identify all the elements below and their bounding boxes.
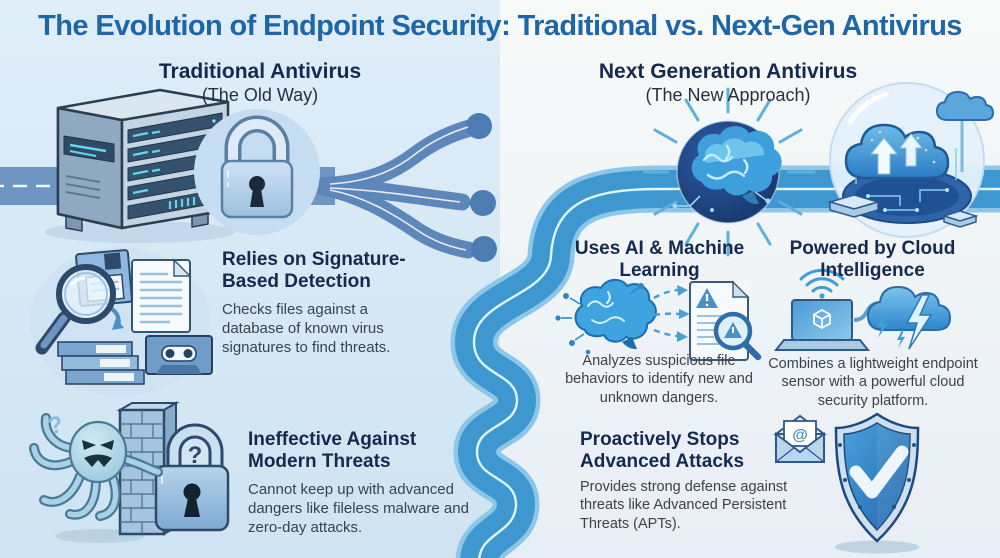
small-cloud-icon xyxy=(935,90,995,121)
octopus-firewall-lock-icon: ? ? xyxy=(29,401,230,543)
section-body-ineffective: Cannot keep up with advanced dangers lik… xyxy=(248,481,469,537)
octopus-question-mark: ? xyxy=(45,411,65,440)
email-at-symbol: @ xyxy=(792,427,808,444)
laptop-cloud-icon xyxy=(773,268,952,351)
section-body-ai-ml: Analyzes suspicious file behaviors to id… xyxy=(565,353,753,406)
magnifying-glass-icon xyxy=(35,264,116,355)
server-rack-icon xyxy=(45,88,235,243)
section-body-cloud-intelligence: Combines a lightweight endpoint sensor w… xyxy=(768,356,978,409)
storm-cloud-icon xyxy=(866,285,952,350)
wifi-icon xyxy=(799,268,845,293)
left-column-heading: Traditional Antivirus xyxy=(158,60,362,83)
magnifier-floppy-archive-icon xyxy=(30,247,213,397)
chip-icon xyxy=(827,194,979,228)
section-title-ineffective: Ineffective Against Modern Threats xyxy=(248,429,417,473)
section-title-ai-ml: Uses AI & Machine Learning xyxy=(574,238,745,282)
suspicious-file-icon xyxy=(689,280,762,361)
ml-brain-icon xyxy=(555,278,657,355)
upload-cloud-icon xyxy=(844,123,950,180)
floppy-stack-icon xyxy=(57,341,145,385)
document-icon xyxy=(131,258,192,333)
section-title-proactive: Proactively Stops Advanced Attacks xyxy=(580,429,745,473)
question-lock-icon: ? xyxy=(154,423,230,532)
section-title-cloud-intelligence: Powered by Cloud Intelligence xyxy=(789,238,956,282)
laptop-icon xyxy=(773,299,871,351)
octopus-malware-icon: ? xyxy=(29,411,163,521)
email-envelope-icon: @ xyxy=(773,414,827,463)
brain-scan-document-icon xyxy=(555,278,762,361)
page-title: The Evolution of Endpoint Security: Trad… xyxy=(38,10,962,42)
left-column-subheading: (The Old Way) xyxy=(201,85,319,105)
section-body-signature-detection: Checks files against a database of known… xyxy=(222,301,391,357)
right-column-heading: Next Generation Antivirus xyxy=(598,60,858,83)
section-body-proactive: Provides strong defense against threats … xyxy=(580,479,788,532)
right-column-subheading: (The New Approach) xyxy=(645,85,811,105)
lock-question-mark: ? xyxy=(188,442,203,469)
cloud-platform-sphere-icon xyxy=(827,82,995,238)
padlock-icon xyxy=(194,109,320,235)
cassette-tape-icon xyxy=(145,335,213,375)
dashed-arrows-icon xyxy=(653,288,681,338)
section-title-signature-detection: Relies on Signature-Based Detection xyxy=(222,249,406,293)
new-way-road xyxy=(450,165,1000,558)
shield-check-icon xyxy=(834,412,920,554)
ai-brain-burst-icon xyxy=(642,87,816,257)
